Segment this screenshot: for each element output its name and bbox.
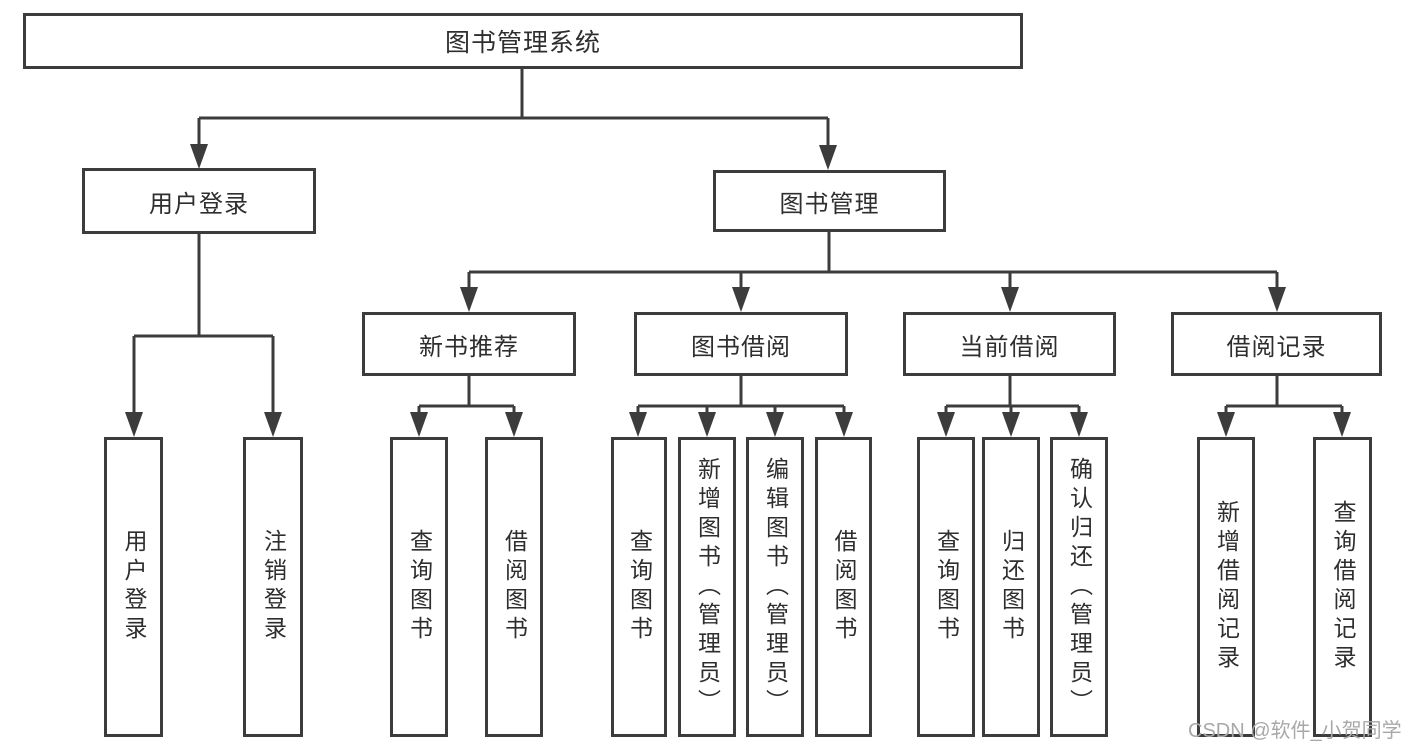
- node-label: 新书推荐: [419, 333, 519, 361]
- leaf-user-login: 用户登录: [104, 437, 163, 737]
- node-borrow-records: 借阅记录: [1171, 312, 1382, 376]
- leaf-query-books-recommend: 查询图书: [390, 437, 448, 737]
- arrow-book-borrowing: [732, 287, 750, 312]
- leaf-edit-books-admin: 编辑图书（管理员）: [746, 437, 804, 737]
- node-label: 图书借阅: [691, 333, 791, 361]
- node-label: 新增借阅记录: [1213, 500, 1240, 674]
- arrow-book-management: [819, 145, 837, 170]
- leaf-query-borrow-record: 查询借阅记录: [1313, 437, 1372, 737]
- leaf-query-books-borrowing: 查询图书: [611, 437, 667, 737]
- leaf-borrow-books: 借阅图书: [815, 437, 872, 737]
- node-label: 用户登录: [149, 190, 249, 218]
- arrow-current-borrowing: [1001, 287, 1019, 312]
- node-label: 当前借阅: [959, 333, 1060, 361]
- node-current-borrowing: 当前借阅: [903, 312, 1116, 376]
- node-book-borrowing: 图书借阅: [634, 312, 848, 376]
- node-user-login: 用户登录: [82, 168, 316, 234]
- leaf-confirm-return-admin: 确认归还（管理员）: [1050, 437, 1108, 737]
- node-label: 借阅图书: [501, 529, 528, 645]
- node-label: 用户登录: [121, 529, 147, 645]
- node-label: 借阅图书: [831, 529, 857, 645]
- node-label: 注销登录: [260, 529, 287, 645]
- leaf-query-books-current: 查询图书: [917, 437, 975, 737]
- connector-user-login-leaves: [134, 233, 273, 338]
- leaf-add-borrow-record: 新增借阅记录: [1197, 437, 1255, 737]
- node-label: 借阅记录: [1226, 333, 1327, 361]
- leaf-borrow-books-recommend: 借阅图书: [485, 437, 543, 737]
- node-label: 新增图书（管理员）: [694, 456, 721, 718]
- node-book-management: 图书管理: [713, 170, 946, 232]
- node-label: 编辑图书（管理员）: [762, 456, 789, 718]
- connector-current-borrowing-leaves: [944, 376, 1081, 416]
- node-label: 查询借阅记录: [1330, 500, 1356, 674]
- node-library-system: 图书管理系统: [23, 13, 1023, 69]
- arrow-leaf-logout-login: [264, 412, 282, 437]
- arrow-user-login: [190, 144, 208, 169]
- node-label: 图书管理: [779, 190, 880, 218]
- arrow-borrow-records: [1268, 287, 1286, 312]
- node-new-book-recommend: 新书推荐: [362, 312, 576, 376]
- node-label: 确认归还（管理员）: [1066, 456, 1093, 718]
- arrow-leaf-user-login: [125, 412, 143, 437]
- node-label: 图书管理系统: [444, 29, 601, 57]
- leaf-logout-login: 注销登录: [243, 437, 303, 737]
- leaf-add-books-admin: 新增图书（管理员）: [678, 437, 736, 737]
- connector-book-borrowing-leaves: [636, 376, 846, 416]
- node-label: 查询图书: [933, 529, 960, 645]
- csdn-watermark: CSDN @软件_小贺同学: [1188, 720, 1402, 742]
- node-label: 查询图书: [626, 529, 653, 645]
- connector-new-book-leaves: [417, 376, 516, 416]
- connector-root-level2: [199, 68, 828, 120]
- connector-book-management-level3: [469, 232, 1277, 274]
- node-label: 查询图书: [406, 529, 433, 645]
- node-label: 归还图书: [998, 529, 1025, 645]
- connector-borrow-records-leaves: [1224, 376, 1344, 416]
- leaf-return-books: 归还图书: [982, 437, 1040, 737]
- arrow-new-book-recommend: [460, 287, 478, 312]
